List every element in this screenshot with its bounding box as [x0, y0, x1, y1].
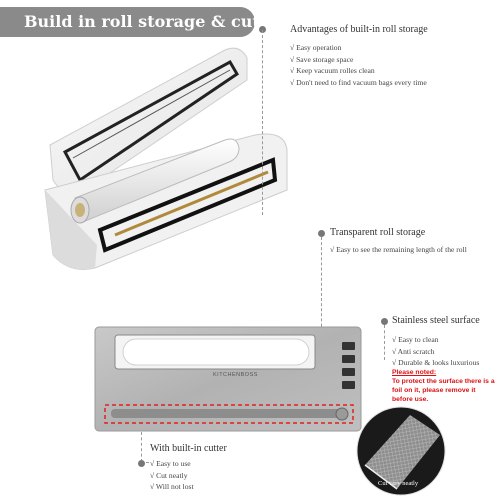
stainless-leader: [384, 325, 385, 360]
sealer-front-image: [94, 326, 362, 432]
note-title: Please noted:: [392, 369, 437, 376]
stainless-heading: Stainless steel surface: [392, 315, 480, 326]
inset-caption: Cut very neatly: [378, 480, 419, 487]
stainless-list: √ Easy to clean √ Anti scratch √ Durable…: [392, 334, 479, 369]
list-item: √ Easy to see the remaining length of th…: [330, 245, 467, 254]
foil-note: Please noted: To protect the surface the…: [392, 368, 497, 404]
list-item: √ Easy to use: [150, 459, 191, 468]
list-item: √ Easy operation: [290, 43, 342, 52]
advantages-heading: Advantages of built-in roll storage: [290, 24, 428, 35]
advantages-list: √ Easy operation √ Save storage space √ …: [290, 42, 427, 88]
brand-logo: KITCHENBOSS: [213, 372, 258, 378]
cutter-marker: [138, 460, 145, 467]
list-item: √ Don't need to find vacuum bags every t…: [290, 77, 427, 87]
list-item: √ Anti scratch: [392, 346, 435, 356]
stainless-marker: [381, 318, 388, 325]
cutter-leader: [141, 432, 142, 462]
note-body: To protect the surface there is a foil o…: [392, 378, 495, 403]
sealer-open-image: [44, 47, 288, 270]
cutter-heading: With built-in cutter: [150, 443, 227, 454]
cut-detail-inset: [356, 406, 446, 496]
advantages-marker: [259, 26, 266, 33]
list-item: √ Cut neatly: [150, 470, 188, 480]
title-banner: Build in roll storage & cutter: [0, 7, 286, 37]
transparent-list: √ Easy to see the remaining length of th…: [330, 244, 467, 256]
list-item: √ Durable & looks luxurious: [392, 358, 480, 367]
transparent-marker: [318, 230, 325, 237]
list-item: √ Easy to clean: [392, 335, 439, 344]
list-item: √ Keep vacuum rolles clean: [290, 66, 375, 75]
list-item: √ Will not lost: [150, 482, 194, 491]
cutter-list: √ Easy to use √ Cut neatly √ Will not lo…: [150, 458, 194, 493]
banner-title: Build in roll storage & cutter: [24, 12, 286, 31]
transparent-heading: Transparent roll storage: [330, 227, 426, 238]
advantages-leader: [262, 30, 263, 215]
cutter-leader-h: [141, 462, 149, 463]
list-item: √ Save storage space: [290, 54, 354, 64]
transparent-leader: [321, 237, 322, 357]
